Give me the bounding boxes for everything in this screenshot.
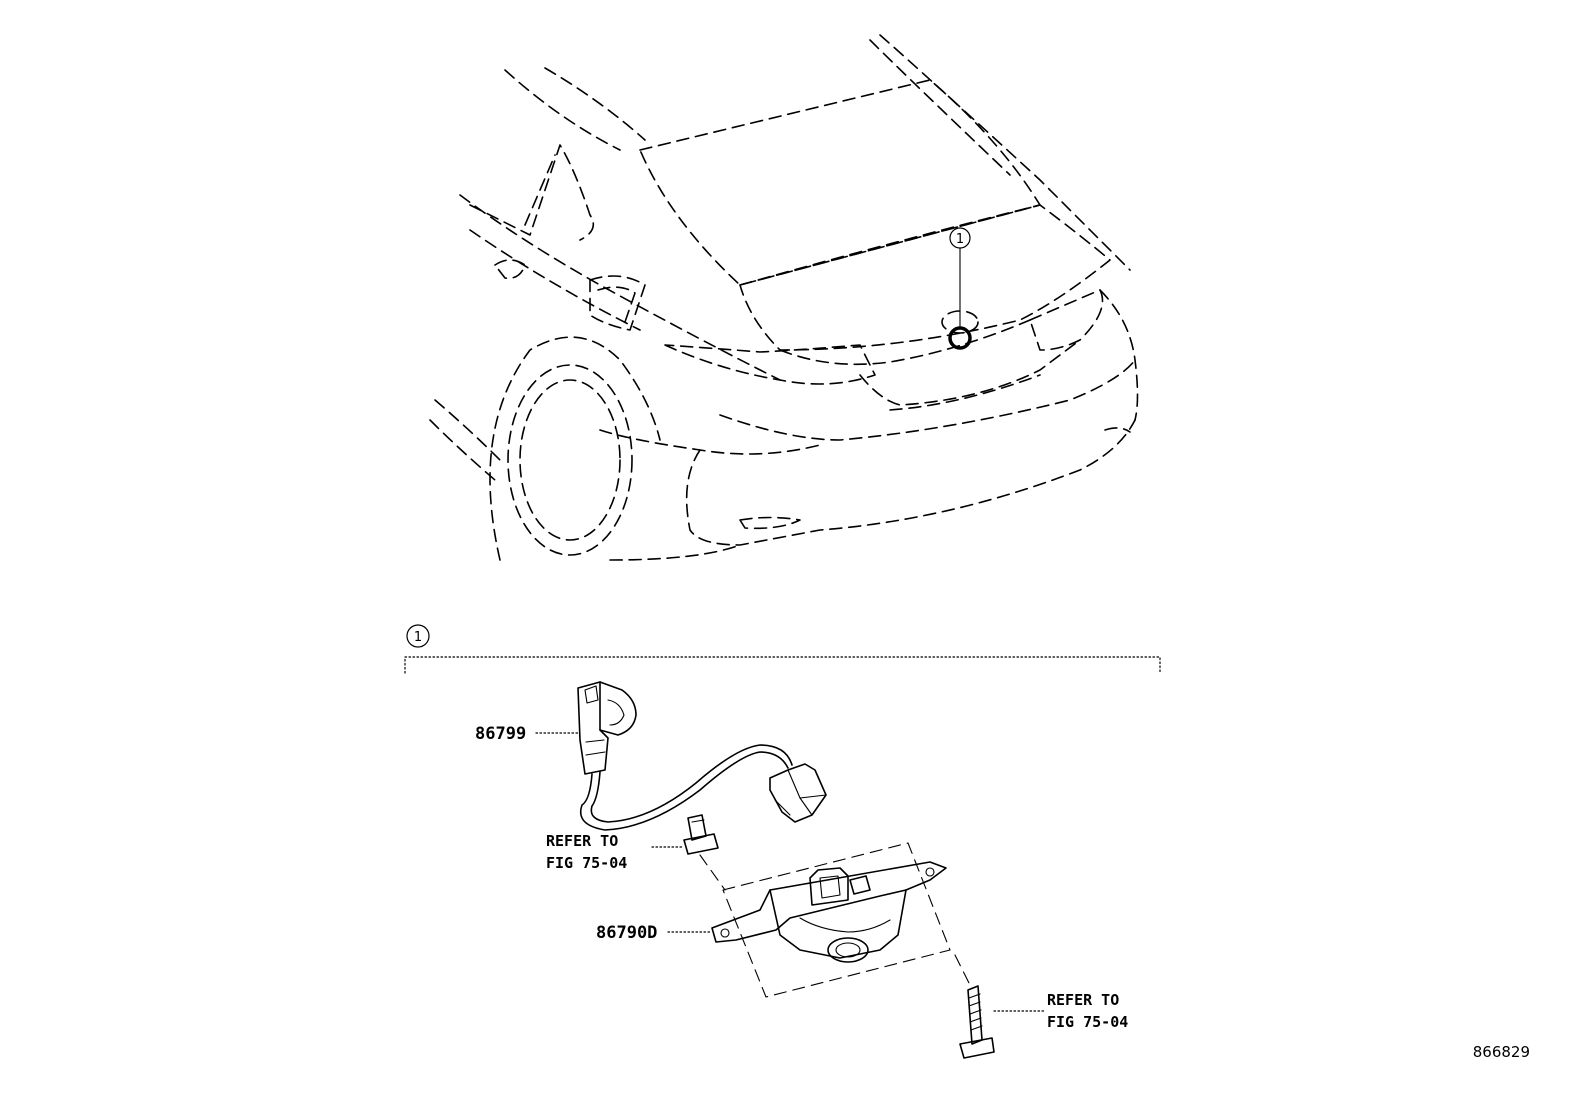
- camera-location-marker: [948, 326, 972, 350]
- bolt-illustration: [959, 985, 995, 1059]
- camera-illustration: [711, 861, 947, 963]
- car-rear-illustration: [429, 34, 1139, 561]
- bolt-reference-line1[interactable]: REFER TO: [1047, 991, 1119, 1009]
- car-callout-number: 1: [956, 232, 964, 247]
- figure-id: 866829: [1473, 1043, 1530, 1061]
- group-bracket: 1: [404, 624, 1161, 674]
- part-number-86790D[interactable]: 86790D: [596, 923, 657, 943]
- clip-illustration: [683, 814, 719, 855]
- wire-harness-illustration: [577, 681, 827, 831]
- clip-reference-line2[interactable]: FIG 75-04: [546, 854, 627, 872]
- part-number-86799[interactable]: 86799: [475, 724, 526, 744]
- clip-reference-line1[interactable]: REFER TO: [546, 832, 618, 850]
- group-callout-number: 1: [414, 630, 422, 645]
- car-callout: 1: [949, 227, 971, 249]
- bolt-reference-line2[interactable]: FIG 75-04: [1047, 1013, 1128, 1031]
